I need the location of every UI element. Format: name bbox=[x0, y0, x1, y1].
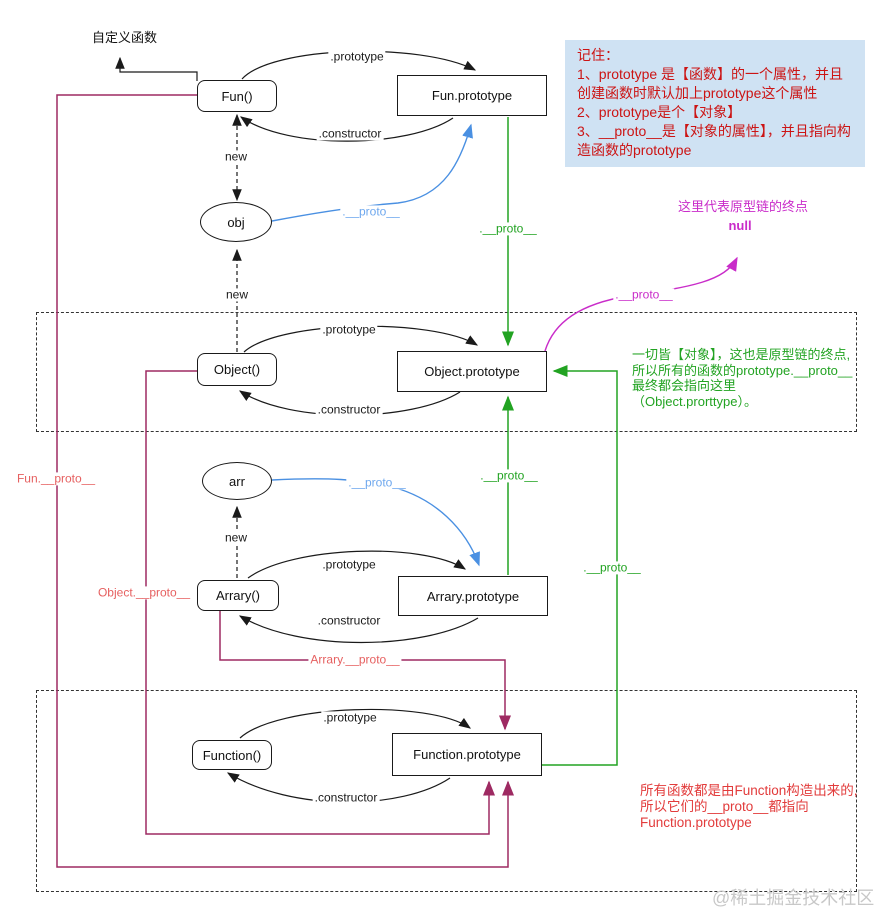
edge-label-fun-proto-route: Fun.__proto__ bbox=[14, 471, 98, 486]
custom-function-pointer-arrow bbox=[115, 56, 198, 81]
note-box-item-2: 2、prototype是个【对象】 bbox=[577, 104, 742, 120]
arrary-prototype-arrow bbox=[247, 550, 467, 579]
node-obj: obj bbox=[200, 202, 272, 242]
edge-label-object-prototype: .prototype bbox=[320, 322, 378, 337]
node-arr: arr bbox=[202, 462, 272, 500]
arrary-constructor-arrow bbox=[238, 615, 479, 644]
node-function-prototype-label: Function.prototype bbox=[413, 747, 521, 762]
edge-label-object-proto-route: Object.__proto__ bbox=[95, 585, 193, 600]
node-function: Function() bbox=[192, 740, 272, 770]
function-section-dashed-box bbox=[36, 690, 857, 892]
node-arrary-prototype-label: Arrary.prototype bbox=[426, 588, 520, 604]
edge-label-object-constructor: .constructor bbox=[315, 402, 383, 417]
node-fun: Fun() bbox=[197, 80, 277, 112]
note-box-item-3: 3、__proto__是【对象的属性】，并且指向构造函数的prototype bbox=[577, 123, 851, 158]
edge-label-new-fun: new bbox=[222, 149, 250, 164]
node-obj-label: obj bbox=[227, 214, 245, 230]
edge-label-arrary-constructor: .constructor bbox=[315, 613, 383, 628]
object-prototype-to-null-arrow bbox=[544, 256, 738, 352]
node-arr-label: arr bbox=[229, 473, 245, 489]
edge-label-arraryproto-proto: .__proto__ bbox=[478, 468, 540, 483]
object-section-dashed-box bbox=[36, 312, 857, 432]
edge-label-function-constructor: .constructor bbox=[312, 790, 380, 805]
fun-proto-route-arrow bbox=[56, 94, 514, 868]
node-arrary: Arrary() bbox=[197, 580, 279, 611]
object-prototype-annotation: 一切皆【对象】，这也是原型链的终点,所以所有的函数的prototype.__pr… bbox=[632, 347, 853, 409]
custom-function-label: 自定义函数 bbox=[92, 30, 158, 45]
edge-label-funproto-proto: .__proto__ bbox=[477, 221, 539, 236]
edge-label-arr-proto: .__proto__ bbox=[346, 475, 408, 490]
node-fun-prototype: Fun.prototype bbox=[397, 75, 547, 116]
fun-constructor-arrow bbox=[240, 116, 454, 142]
object-proto-route-arrow bbox=[145, 370, 495, 835]
node-fun-label: Fun() bbox=[221, 88, 253, 104]
edge-label-new-arrary: new bbox=[222, 530, 250, 545]
node-fun-prototype-label: Fun.prototype bbox=[431, 88, 513, 103]
edge-label-arrary-prototype: .prototype bbox=[320, 557, 378, 572]
node-function-prototype: Function.prototype bbox=[392, 733, 542, 776]
node-object: Object() bbox=[197, 353, 277, 386]
edge-label-function-prototype: .prototype bbox=[321, 710, 379, 725]
null-label: null bbox=[728, 218, 752, 233]
note-box-item-1: 1、prototype 是【函数】的一个属性，并且创建函数时默认加上protot… bbox=[577, 66, 844, 101]
edge-label-functionproto-proto: .__proto__ bbox=[581, 560, 643, 575]
node-object-label: Object() bbox=[213, 362, 261, 377]
edge-label-arrary-proto-route: Arrary.__proto__ bbox=[308, 652, 402, 667]
function-prototype-arrow bbox=[239, 708, 471, 739]
edge-label-obj-proto: .__proto__ bbox=[340, 204, 402, 219]
edge-label-fun-constructor: .constructor bbox=[316, 126, 384, 141]
obj-proto-arrow bbox=[271, 123, 473, 222]
node-object-prototype-label: Object.prototype bbox=[424, 364, 520, 379]
note-box-title: 记住： bbox=[577, 47, 619, 63]
watermark: @稀土掘金技术社区 bbox=[712, 888, 875, 908]
node-object-prototype: Object.prototype bbox=[397, 351, 547, 392]
edge-label-null-proto: .__proto__ bbox=[613, 287, 675, 302]
node-arrary-prototype: Arrary.prototype bbox=[398, 576, 548, 616]
edge-label-new-object: new bbox=[223, 287, 251, 302]
node-arrary-label: Arrary() bbox=[215, 588, 261, 603]
function-prototype-annotation: 所有函数都是由Function构造出来的, 所以它们的__proto__都指向 … bbox=[640, 783, 858, 830]
node-function-label: Function() bbox=[202, 747, 262, 763]
arr-proto-arrow bbox=[271, 478, 480, 567]
chain-end-annotation: 这里代表原型链的终点 bbox=[678, 199, 809, 214]
edge-label-fun-prototype: .prototype bbox=[328, 49, 386, 64]
note-box: 记住： 1、prototype 是【函数】的一个属性，并且创建函数时默认加上pr… bbox=[565, 40, 865, 167]
